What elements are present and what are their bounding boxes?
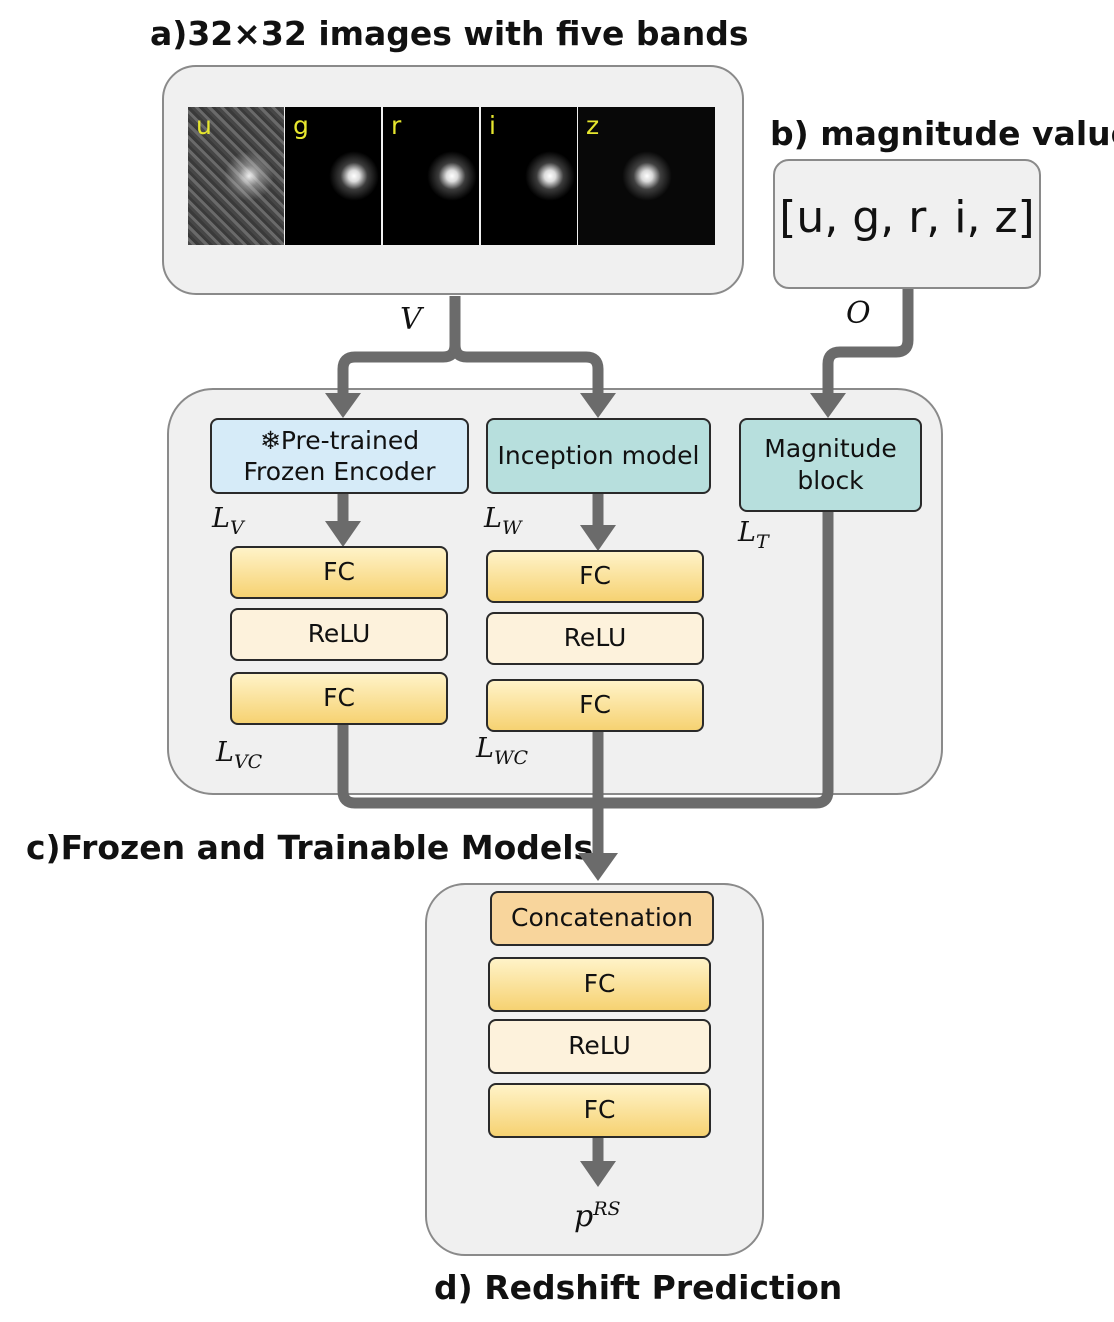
band-image-r: r — [383, 107, 479, 245]
magnitude-vector: [u, g, r, i, z] — [779, 192, 1035, 243]
inception-relu: ReLU — [486, 612, 704, 665]
band-label: z — [586, 111, 600, 140]
label-lwc: LWC — [476, 733, 529, 769]
concatenation-block: Concatenation — [490, 891, 714, 946]
magnitude-line1: Magnitude — [764, 433, 897, 463]
magnitude-line2: block — [797, 466, 864, 495]
heading-b: b) magnitude value — [770, 114, 1114, 153]
band-image-i: i — [481, 107, 577, 245]
galaxy-blob — [622, 151, 672, 201]
label-lw: LW — [484, 503, 522, 539]
encoder-fc-2: FC — [230, 672, 448, 725]
band-label: u — [196, 111, 212, 140]
label-lvc: LVC — [216, 737, 263, 773]
encoder-fc-1: FC — [230, 546, 448, 599]
label-prs: pRS — [574, 1198, 621, 1234]
head-relu: ReLU — [488, 1019, 711, 1074]
band-image-g: g — [285, 107, 381, 245]
snowflake-icon: ❄ — [259, 425, 281, 455]
band-image-z: z — [578, 107, 715, 245]
galaxy-blob — [329, 151, 379, 201]
band-label: g — [293, 111, 309, 140]
label-lt: LT — [738, 517, 769, 553]
galaxy-blob — [224, 151, 274, 201]
heading-d: d) Redshift Prediction — [434, 1268, 843, 1307]
label-v: V — [400, 302, 422, 337]
inception-fc-2: FC — [486, 679, 704, 732]
frozen-encoder-block: ❄Pre-trained Frozen Encoder — [210, 418, 469, 494]
label-o: O — [846, 296, 871, 331]
label-lv: LV — [212, 503, 244, 539]
band-label: i — [489, 111, 496, 140]
galaxy-blob — [525, 151, 575, 201]
magnitude-block: Magnitude block — [739, 418, 922, 512]
head-fc-2: FC — [488, 1083, 711, 1138]
magnitude-panel — [773, 159, 1041, 289]
galaxy-blob — [427, 151, 477, 201]
inception-block: Inception model — [486, 418, 711, 494]
heading-c: c)Frozen and Trainable Models — [26, 828, 594, 867]
heading-a: a)32×32 images with five bands — [150, 14, 749, 53]
inception-fc-1: FC — [486, 550, 704, 603]
encoder-relu: ReLU — [230, 608, 448, 661]
encoder-line1: ❄Pre-trained — [259, 425, 420, 455]
band-label: r — [391, 111, 402, 140]
encoder-line2: Frozen Encoder — [243, 457, 436, 486]
head-fc-1: FC — [488, 957, 711, 1012]
band-image-u: u — [188, 107, 284, 245]
